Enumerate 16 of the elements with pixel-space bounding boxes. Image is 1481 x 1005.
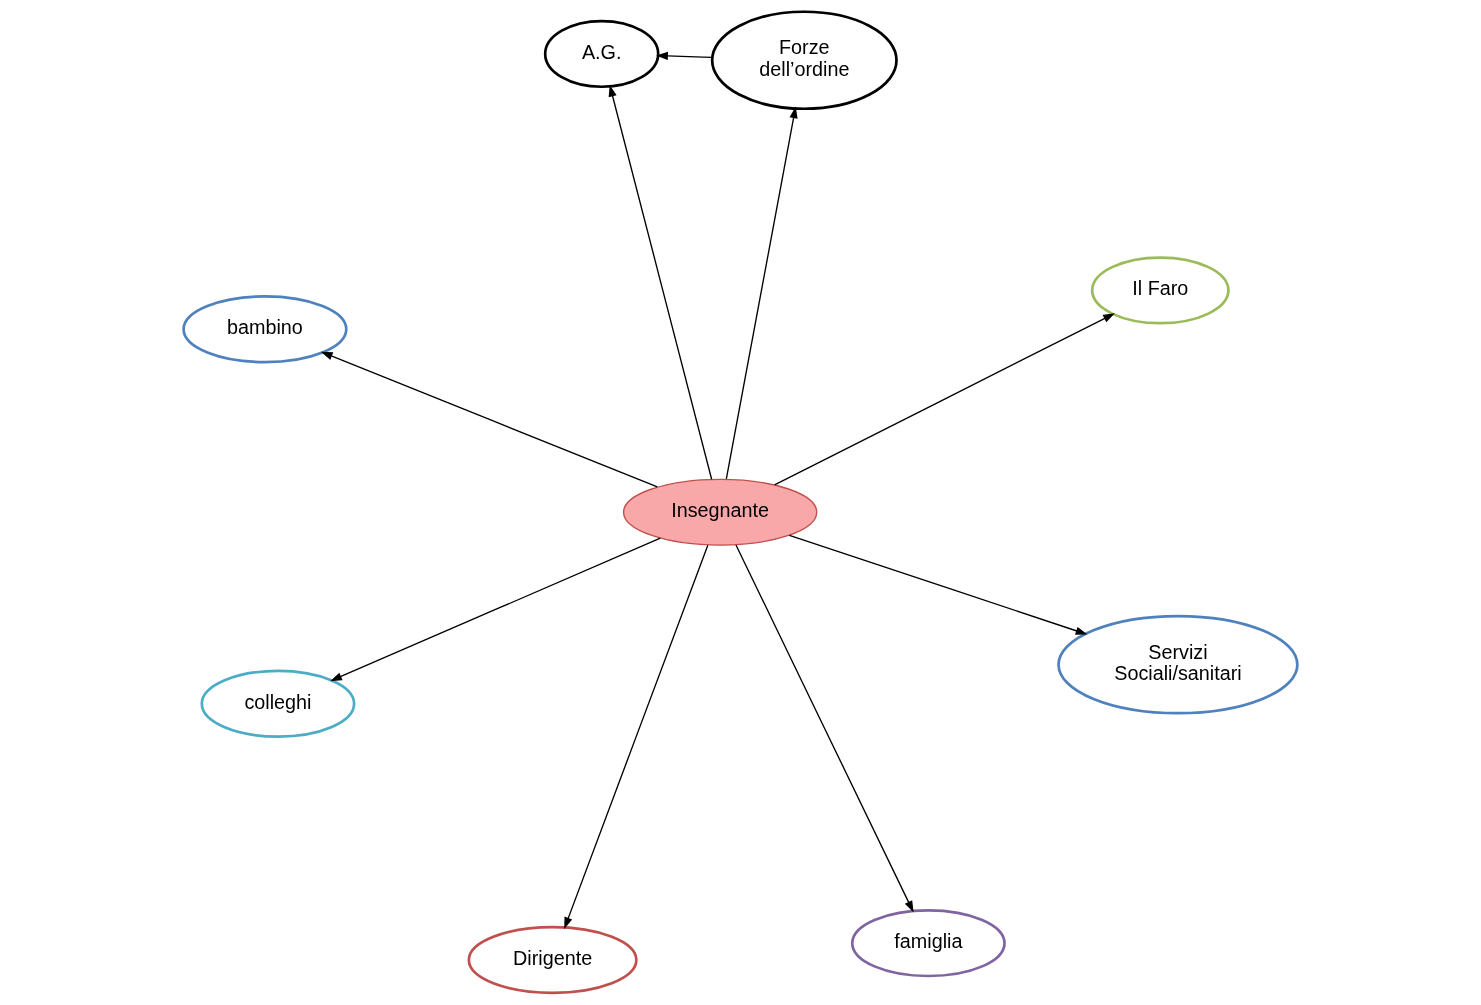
arrow — [564, 544, 709, 929]
arrow — [330, 537, 661, 682]
arrow — [608, 84, 713, 480]
node-ellipse: Forze dell’ordine — [710, 10, 898, 111]
node-ellipse: bambino — [182, 295, 348, 364]
arrow — [656, 51, 713, 61]
arrow — [773, 313, 1115, 486]
node-ellipse: Dirigente — [467, 925, 638, 995]
node-ellipse: Servizi Sociali/sanitari — [1057, 614, 1299, 715]
arrow — [735, 544, 914, 913]
node-ellipse: Insegnante — [622, 478, 818, 546]
node-ellipse: A.G. — [543, 19, 660, 89]
arrow — [320, 351, 658, 488]
node-ellipse: famiglia — [850, 908, 1006, 978]
arrow — [725, 106, 798, 480]
arrow — [788, 534, 1088, 635]
